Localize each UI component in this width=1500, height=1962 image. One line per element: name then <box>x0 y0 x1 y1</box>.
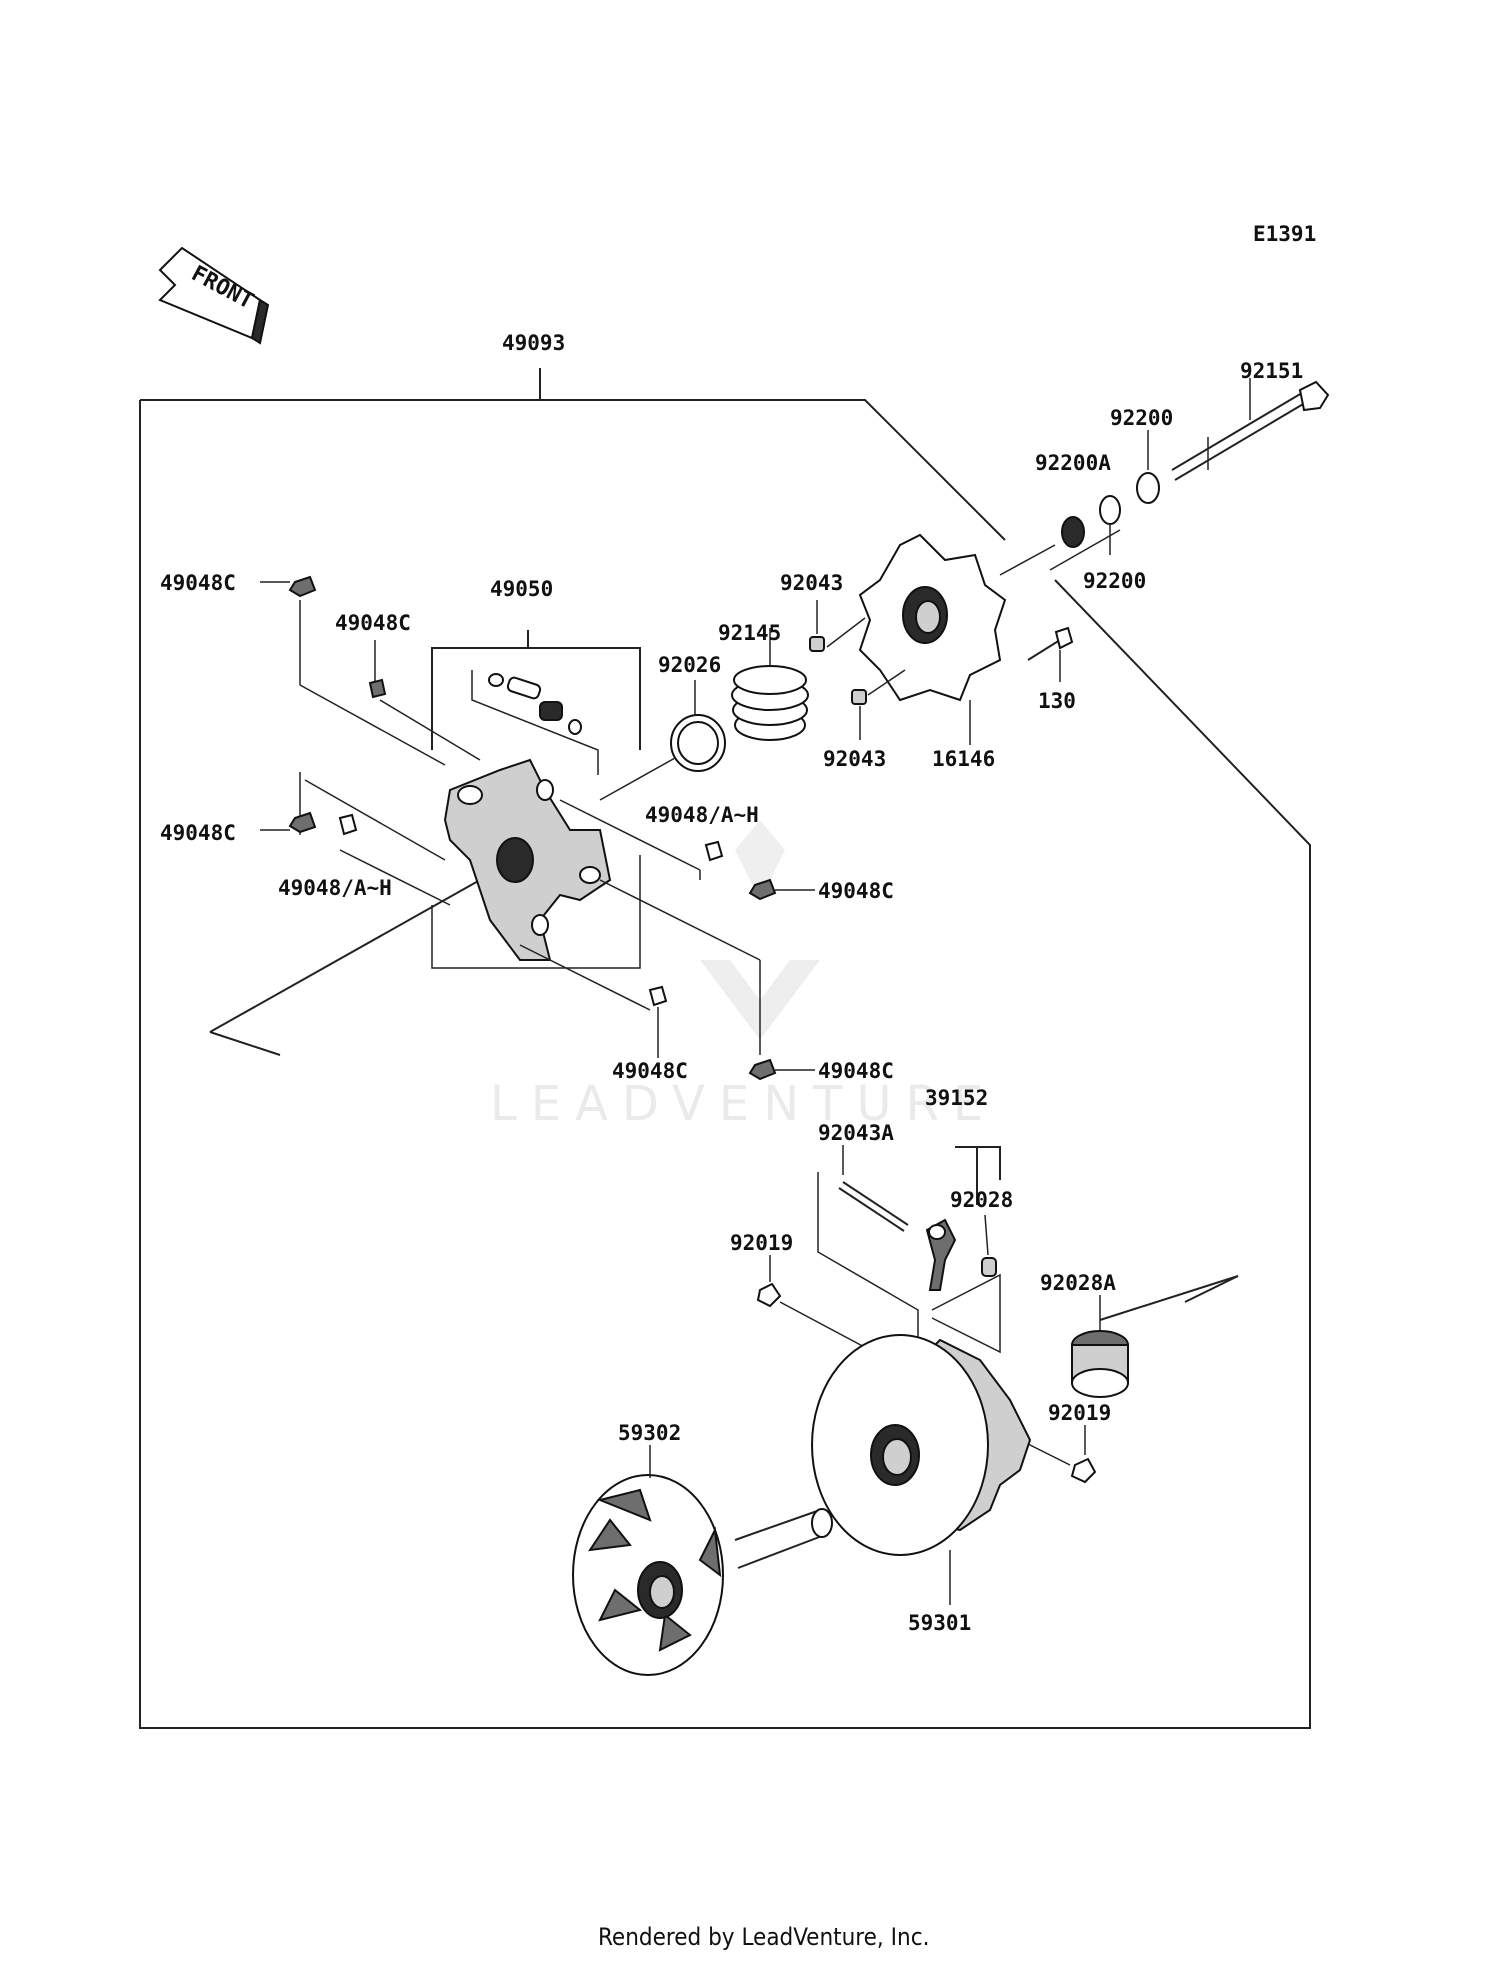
label-49093: 49093 <box>502 331 565 355</box>
front-arrow: FRONT <box>158 246 270 345</box>
nut-49048c-mid-left <box>288 811 317 834</box>
nut-92019-left <box>756 1282 782 1308</box>
bracket-49050 <box>431 630 641 969</box>
label-92043-top: 92043 <box>780 571 843 595</box>
label-49048ah-right: 49048/A~H <box>645 803 759 827</box>
label-92200-bottom: 92200 <box>1083 569 1146 593</box>
bolt-92151 <box>1171 378 1330 481</box>
footer-credit: Rendered by LeadVenture, Inc. <box>598 1923 929 1951</box>
fixed-sheave-59302 <box>572 1445 833 1676</box>
nut-92019-right <box>1070 1457 1097 1484</box>
label-130: 130 <box>1038 689 1076 713</box>
label-49050: 49050 <box>490 577 553 601</box>
label-49048c-upper: 49048C <box>335 611 411 635</box>
nut-49048c-upper <box>368 678 387 699</box>
label-92019-right: 92019 <box>1048 1401 1111 1425</box>
label-49048c-top-left: 49048C <box>160 571 236 595</box>
label-49048c-lower-right: 49048C <box>818 1059 894 1083</box>
pin-92043A <box>817 1145 1001 1354</box>
label-92145: 92145 <box>718 621 781 645</box>
label-59301: 59301 <box>908 1611 971 1635</box>
label-92151: 92151 <box>1240 359 1303 383</box>
washer-92200-top <box>1136 472 1160 504</box>
diagram-code: E1391 <box>1253 222 1316 246</box>
label-92028A: 92028A <box>1040 1271 1116 1295</box>
watermark-text: LEADVENTURE <box>490 1076 997 1132</box>
label-39152: 39152 <box>925 1086 988 1110</box>
label-49048c-mid-left: 49048C <box>160 821 236 845</box>
roller-set <box>488 673 582 735</box>
bushing-92028A <box>1071 1295 1129 1398</box>
label-16146: 16146 <box>932 747 995 771</box>
nut-49048-right <box>704 840 724 862</box>
nut-49048c-lower <box>648 985 668 1007</box>
label-49048c-mid-right: 49048C <box>818 879 894 903</box>
movable-sheave-59301 <box>811 1334 1032 1605</box>
spider-16146 <box>858 533 1007 745</box>
nut-49048-left <box>338 813 358 836</box>
spring-92145 <box>731 628 809 741</box>
weight-39152 <box>925 1146 1001 1291</box>
assembly-outline <box>139 368 1311 1729</box>
nut-49048c-mid-right <box>748 878 777 901</box>
washer-92200-bottom <box>1099 495 1121 525</box>
nut-49048c-lower-right <box>748 1058 777 1081</box>
label-49048ah-left: 49048/A~H <box>278 876 392 900</box>
label-92019-left: 92019 <box>730 1231 793 1255</box>
label-49048c-lower: 49048C <box>612 1059 688 1083</box>
ring-92026 <box>599 680 726 801</box>
pin-92043-bottom <box>851 689 867 705</box>
pin-92043-top <box>809 636 825 652</box>
label-59302: 59302 <box>618 1421 681 1445</box>
label-92028: 92028 <box>950 1188 1013 1212</box>
bushing-92200A <box>1061 516 1085 548</box>
label-92043A: 92043A <box>818 1121 894 1145</box>
label-92026: 92026 <box>658 653 721 677</box>
nut-49048c-top-left <box>288 575 317 598</box>
bolt-130 <box>1027 626 1074 682</box>
label-92200A: 92200A <box>1035 451 1111 475</box>
label-92200-top: 92200 <box>1110 406 1173 430</box>
label-92043-bottom: 92043 <box>823 747 886 771</box>
